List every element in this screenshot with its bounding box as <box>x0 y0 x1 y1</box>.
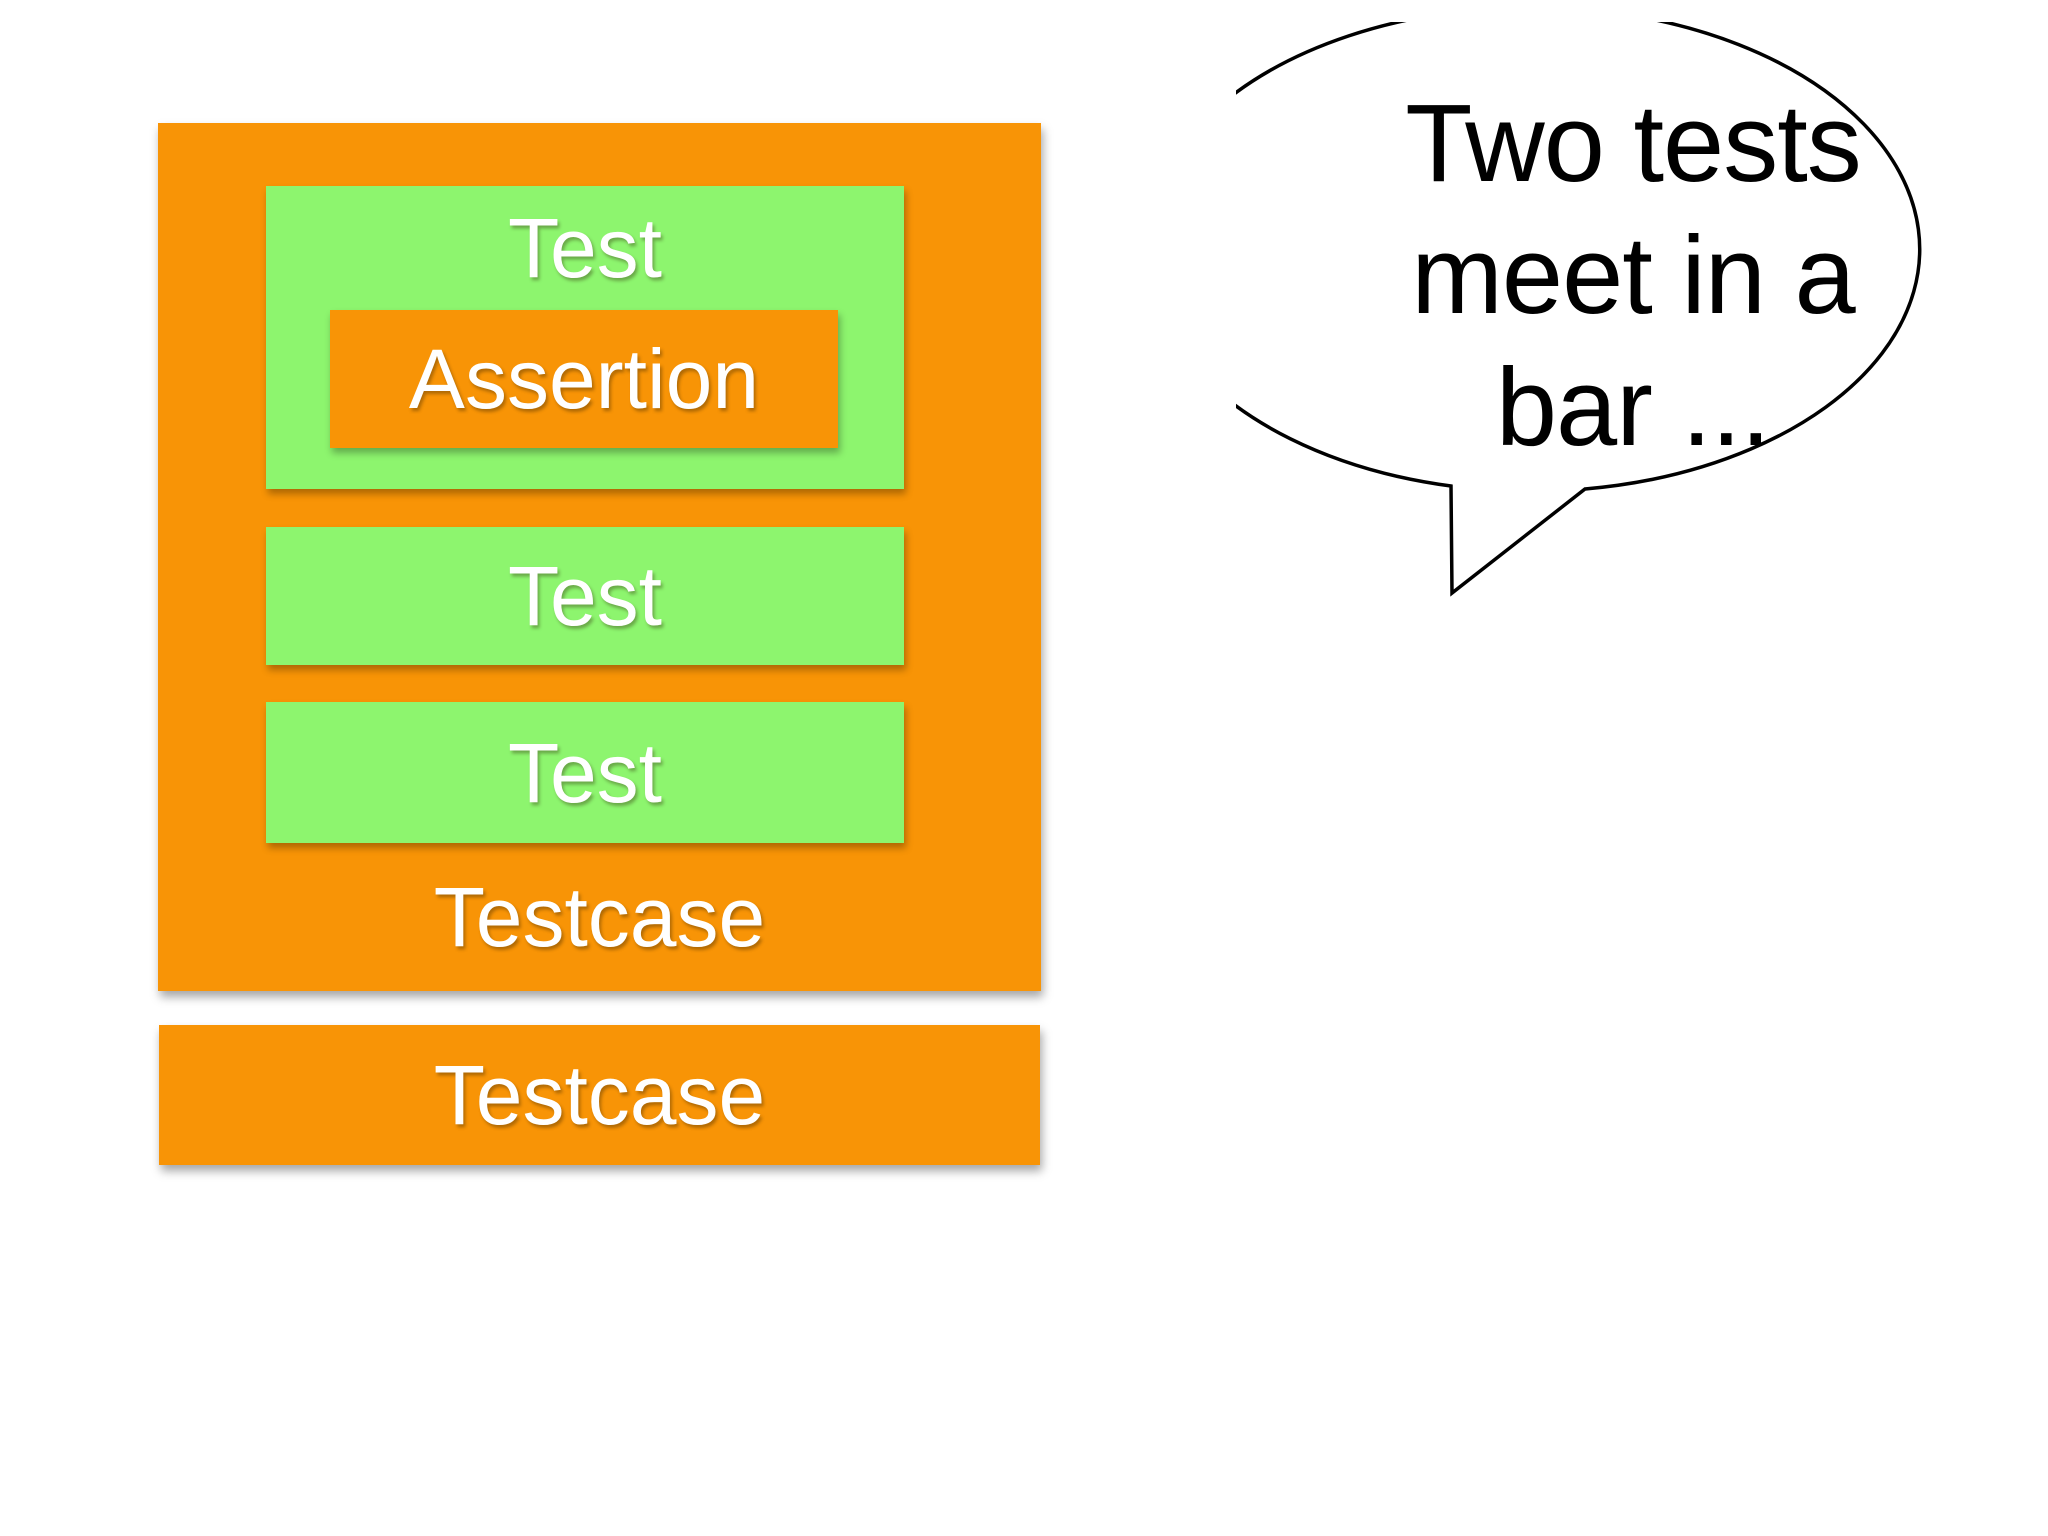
bubble-text-line: Two tests <box>1405 82 1862 205</box>
bubble-text-line: bar ... <box>1495 346 1771 469</box>
assertion-label: Assertion <box>408 332 760 426</box>
test-label: Test <box>507 549 663 643</box>
test-box-2: Test <box>266 527 904 665</box>
testcase-label: Testcase <box>433 870 766 964</box>
bubble-text-line: meet in a <box>1411 214 1855 337</box>
test-box-1: Test Assertion <box>266 186 904 489</box>
testcase-label-row: Testcase <box>158 843 1041 991</box>
testcase-box: Test Assertion Test Test Testcase <box>158 123 1041 991</box>
test-label: Test <box>507 725 663 820</box>
test-box-3: Test <box>266 702 904 843</box>
testcase-bar: Testcase <box>159 1025 1040 1165</box>
speech-bubble-text: Two tests meet in a bar ... <box>1236 78 2030 474</box>
speech-bubble-graphic <box>1236 22 1922 597</box>
testcase-bar-label: Testcase <box>433 1048 766 1142</box>
assertion-box: Assertion <box>330 310 838 448</box>
test-label-row: Test <box>266 186 904 310</box>
speech-bubble: Two tests meet in a bar ... <box>1236 22 2036 602</box>
test-label: Test <box>507 201 663 295</box>
speech-bubble-outline <box>1236 22 1922 597</box>
